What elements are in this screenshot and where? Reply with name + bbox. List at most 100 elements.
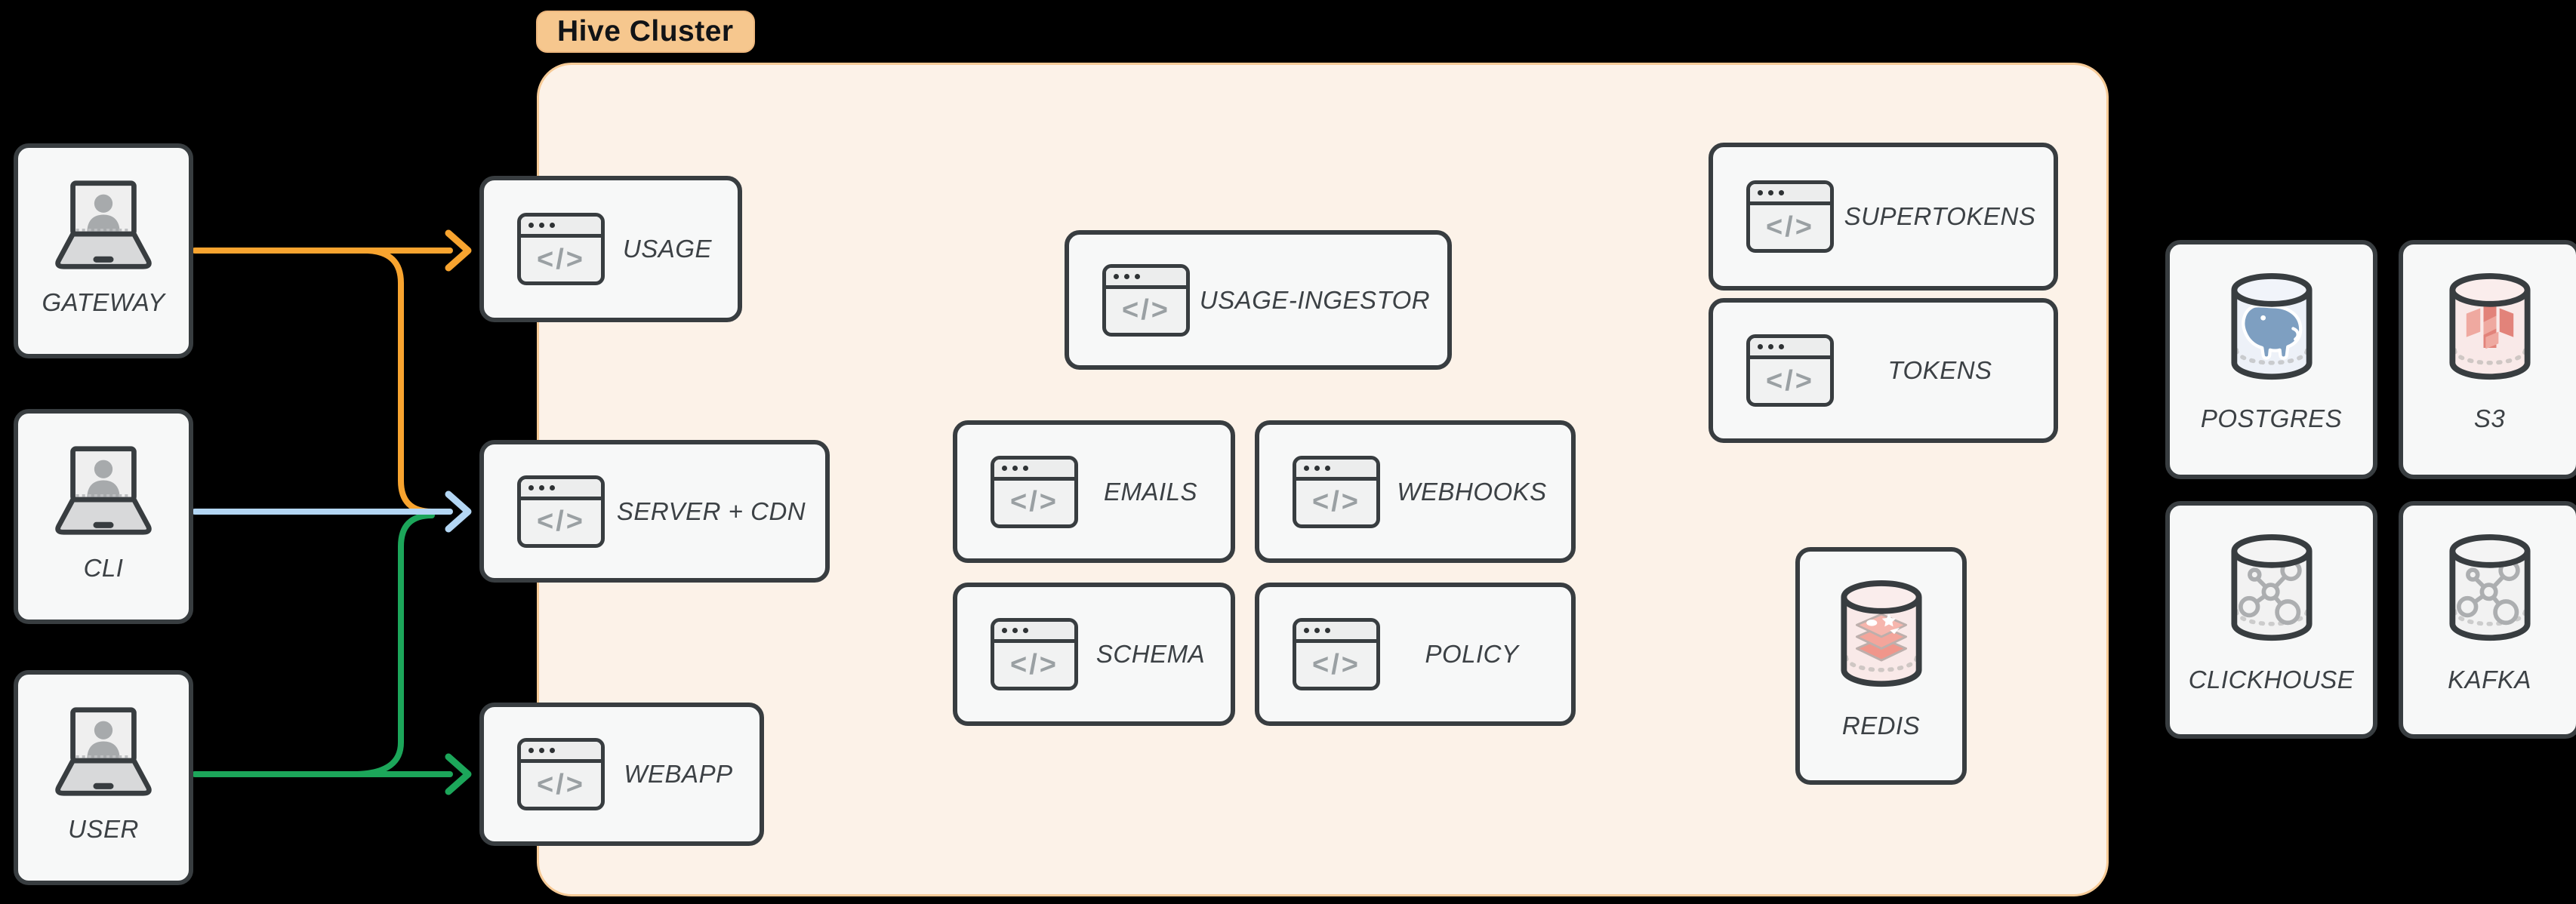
window-dot <box>528 748 534 753</box>
person-head <box>94 194 113 213</box>
cylinder-dotted-arc <box>2233 347 2309 365</box>
window-dot <box>1325 465 1330 471</box>
code-window-icon: </> <box>1293 618 1380 690</box>
cli-arrowhead <box>445 490 472 533</box>
laptop-notch <box>93 783 114 789</box>
window-titlebar <box>1106 267 1186 289</box>
redis-logo-detail <box>1866 620 1877 626</box>
code-window-icon: </> <box>1746 334 1834 407</box>
laptop-base <box>55 497 152 535</box>
person-head <box>94 460 113 478</box>
window-dot <box>1325 628 1330 633</box>
cylinder-dotted-arc <box>1843 654 1919 672</box>
hive-cluster-badge: Hive Cluster <box>536 11 755 53</box>
cylinder-dotted-arc <box>2451 608 2528 626</box>
person-shoulders <box>87 480 120 498</box>
cylinder-top <box>2448 534 2531 568</box>
window-titlebar <box>521 742 601 763</box>
datastore-label: REDIS <box>1841 712 1921 739</box>
datastore-node-redis: REDIS <box>1795 547 1967 785</box>
laptop-base <box>55 231 152 269</box>
window-dot <box>550 484 555 490</box>
service-node-emails: </> EMAILS <box>953 420 1235 563</box>
service-node-usage-ingestor: </> USAGE-INGESTOR <box>1065 230 1452 370</box>
code-window-icon: </> <box>991 618 1078 690</box>
service-node-tokens: </> TOKENS <box>1709 298 2058 443</box>
window-dot <box>1314 628 1320 633</box>
laptop-notch <box>93 256 114 263</box>
window-dot <box>1758 190 1763 195</box>
s3-blocks-logo <box>2466 303 2513 349</box>
window-dot <box>1304 628 1309 633</box>
person-head <box>94 721 113 739</box>
person-shoulders <box>87 214 120 232</box>
code-window-icon: </> <box>517 475 605 548</box>
actor-node-user: USER <box>14 670 193 885</box>
code-glyph: </> <box>1122 294 1170 326</box>
service-node-supertokens: </> SUPERTOKENS <box>1709 143 2058 291</box>
person-shoulders <box>87 741 120 759</box>
network-graph-logo <box>2238 559 2302 626</box>
datastore-node-kafka: KAFKA <box>2399 501 2576 739</box>
datastore-node-clickhouse: CLICKHOUSE <box>2165 501 2377 739</box>
window-dot <box>1314 465 1320 471</box>
window-dot <box>1779 344 1784 349</box>
window-dot <box>1023 628 1028 633</box>
cylinder-top <box>1840 580 1922 614</box>
window-dot <box>528 484 534 490</box>
user-to-server-branch-arrow <box>354 512 435 777</box>
code-window-icon: </> <box>991 455 1078 528</box>
clickhouse-database-icon <box>2230 534 2313 641</box>
cylinder-dotted-arc <box>2233 608 2309 626</box>
gateway-to-server-branch-arrow <box>365 248 435 515</box>
user-arrowhead <box>445 753 472 795</box>
window-dot <box>1023 465 1028 471</box>
service-label: USAGE <box>622 235 713 263</box>
service-label: WEBHOOKS <box>1397 477 1547 506</box>
postgres-elephant-logo <box>2241 304 2302 360</box>
laptop-user-icon <box>55 180 152 269</box>
code-glyph: </> <box>537 506 585 537</box>
datastore-label: KAFKA <box>2448 666 2531 693</box>
service-label: SCHEMA <box>1095 640 1206 668</box>
window-dot <box>1135 273 1140 279</box>
window-dot <box>550 223 555 228</box>
window-dot <box>1114 273 1119 279</box>
code-glyph: </> <box>1010 486 1058 518</box>
service-label: POLICY <box>1425 640 1519 668</box>
datastore-node-s3: S3 <box>2399 240 2576 479</box>
kafka-database-icon <box>2448 534 2531 641</box>
redis-database-icon <box>1840 580 1922 687</box>
redis-logo-star <box>1881 613 1896 627</box>
code-window-icon: </> <box>517 738 605 810</box>
actor-label: GATEWAY <box>42 288 165 316</box>
window-dot <box>550 748 555 753</box>
code-window-icon: </> <box>1746 180 1834 253</box>
window-dot <box>1002 628 1007 633</box>
service-label: WEBAPP <box>624 760 733 788</box>
cylinder-outline <box>2230 551 2313 641</box>
laptop-user-icon <box>55 446 152 535</box>
window-dot <box>539 484 544 490</box>
redis-logo-triangle <box>1889 627 1900 635</box>
window-titlebar <box>1750 338 1830 359</box>
window-titlebar <box>994 622 1074 643</box>
cylinder-top <box>2448 273 2531 307</box>
actor-label: CLI <box>83 554 124 582</box>
cylinder-outline <box>2448 290 2531 380</box>
window-dot <box>539 748 544 753</box>
code-glyph: </> <box>537 768 585 801</box>
code-glyph: </> <box>1312 486 1360 518</box>
window-dot <box>1758 344 1763 349</box>
datastore-label: POSTGRES <box>2200 404 2343 432</box>
window-dot <box>539 223 544 228</box>
service-node-policy: </> POLICY <box>1255 583 1576 726</box>
cylinder-top <box>2230 534 2313 568</box>
service-node-webhooks: </> WEBHOOKS <box>1255 420 1576 563</box>
service-label: SUPERTOKENS <box>1844 202 2036 230</box>
window-titlebar <box>521 217 601 238</box>
window-dot <box>1768 344 1773 349</box>
laptop-base <box>55 758 152 796</box>
postgres-database-icon <box>2230 273 2313 380</box>
